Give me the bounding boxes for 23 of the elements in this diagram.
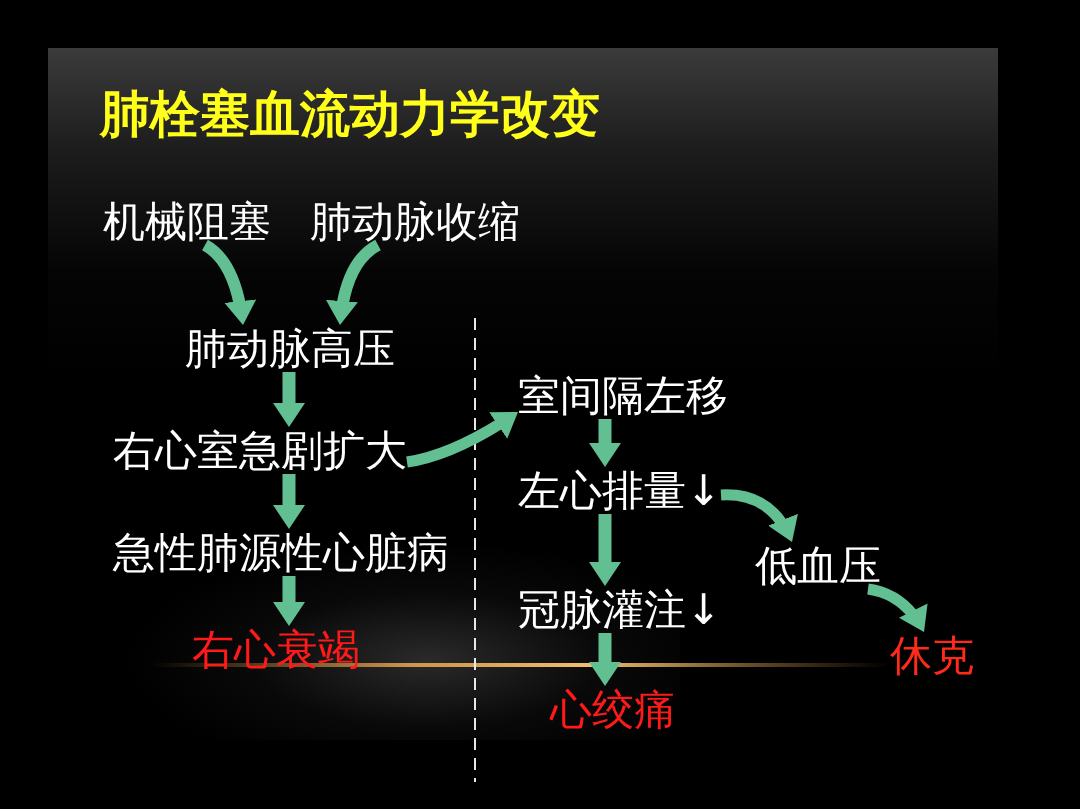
step-text: 急性肺源性心脏病 [113, 529, 449, 577]
arrow [720, 489, 798, 545]
step-text: 冠脉灌注↓ [518, 586, 722, 634]
arrow [589, 514, 621, 586]
outcome-text: 右心衰竭 [192, 626, 360, 674]
outcome-text: 心绞痛 [550, 686, 676, 734]
arrow [201, 239, 256, 326]
step-text: 肺动脉收缩 [310, 198, 520, 246]
arrow [273, 576, 305, 626]
slide-title: 肺栓塞血流动力学改变 [100, 86, 600, 144]
step-text: 室间隔左移 [518, 372, 728, 420]
step-text: 肺动脉高压 [185, 325, 395, 373]
arrow [589, 633, 621, 686]
step-text: 低血压 [755, 542, 881, 590]
outcome-text: 休克 [890, 632, 974, 680]
arrow [867, 583, 929, 635]
step-text: 右心室急剧扩大 [113, 427, 407, 475]
arrow [273, 474, 305, 529]
arrow [326, 239, 382, 326]
arrow [589, 419, 621, 467]
step-text: 左心排量↓ [518, 467, 722, 515]
arrow [273, 372, 305, 427]
step-text: 机械阻塞 [103, 198, 271, 246]
